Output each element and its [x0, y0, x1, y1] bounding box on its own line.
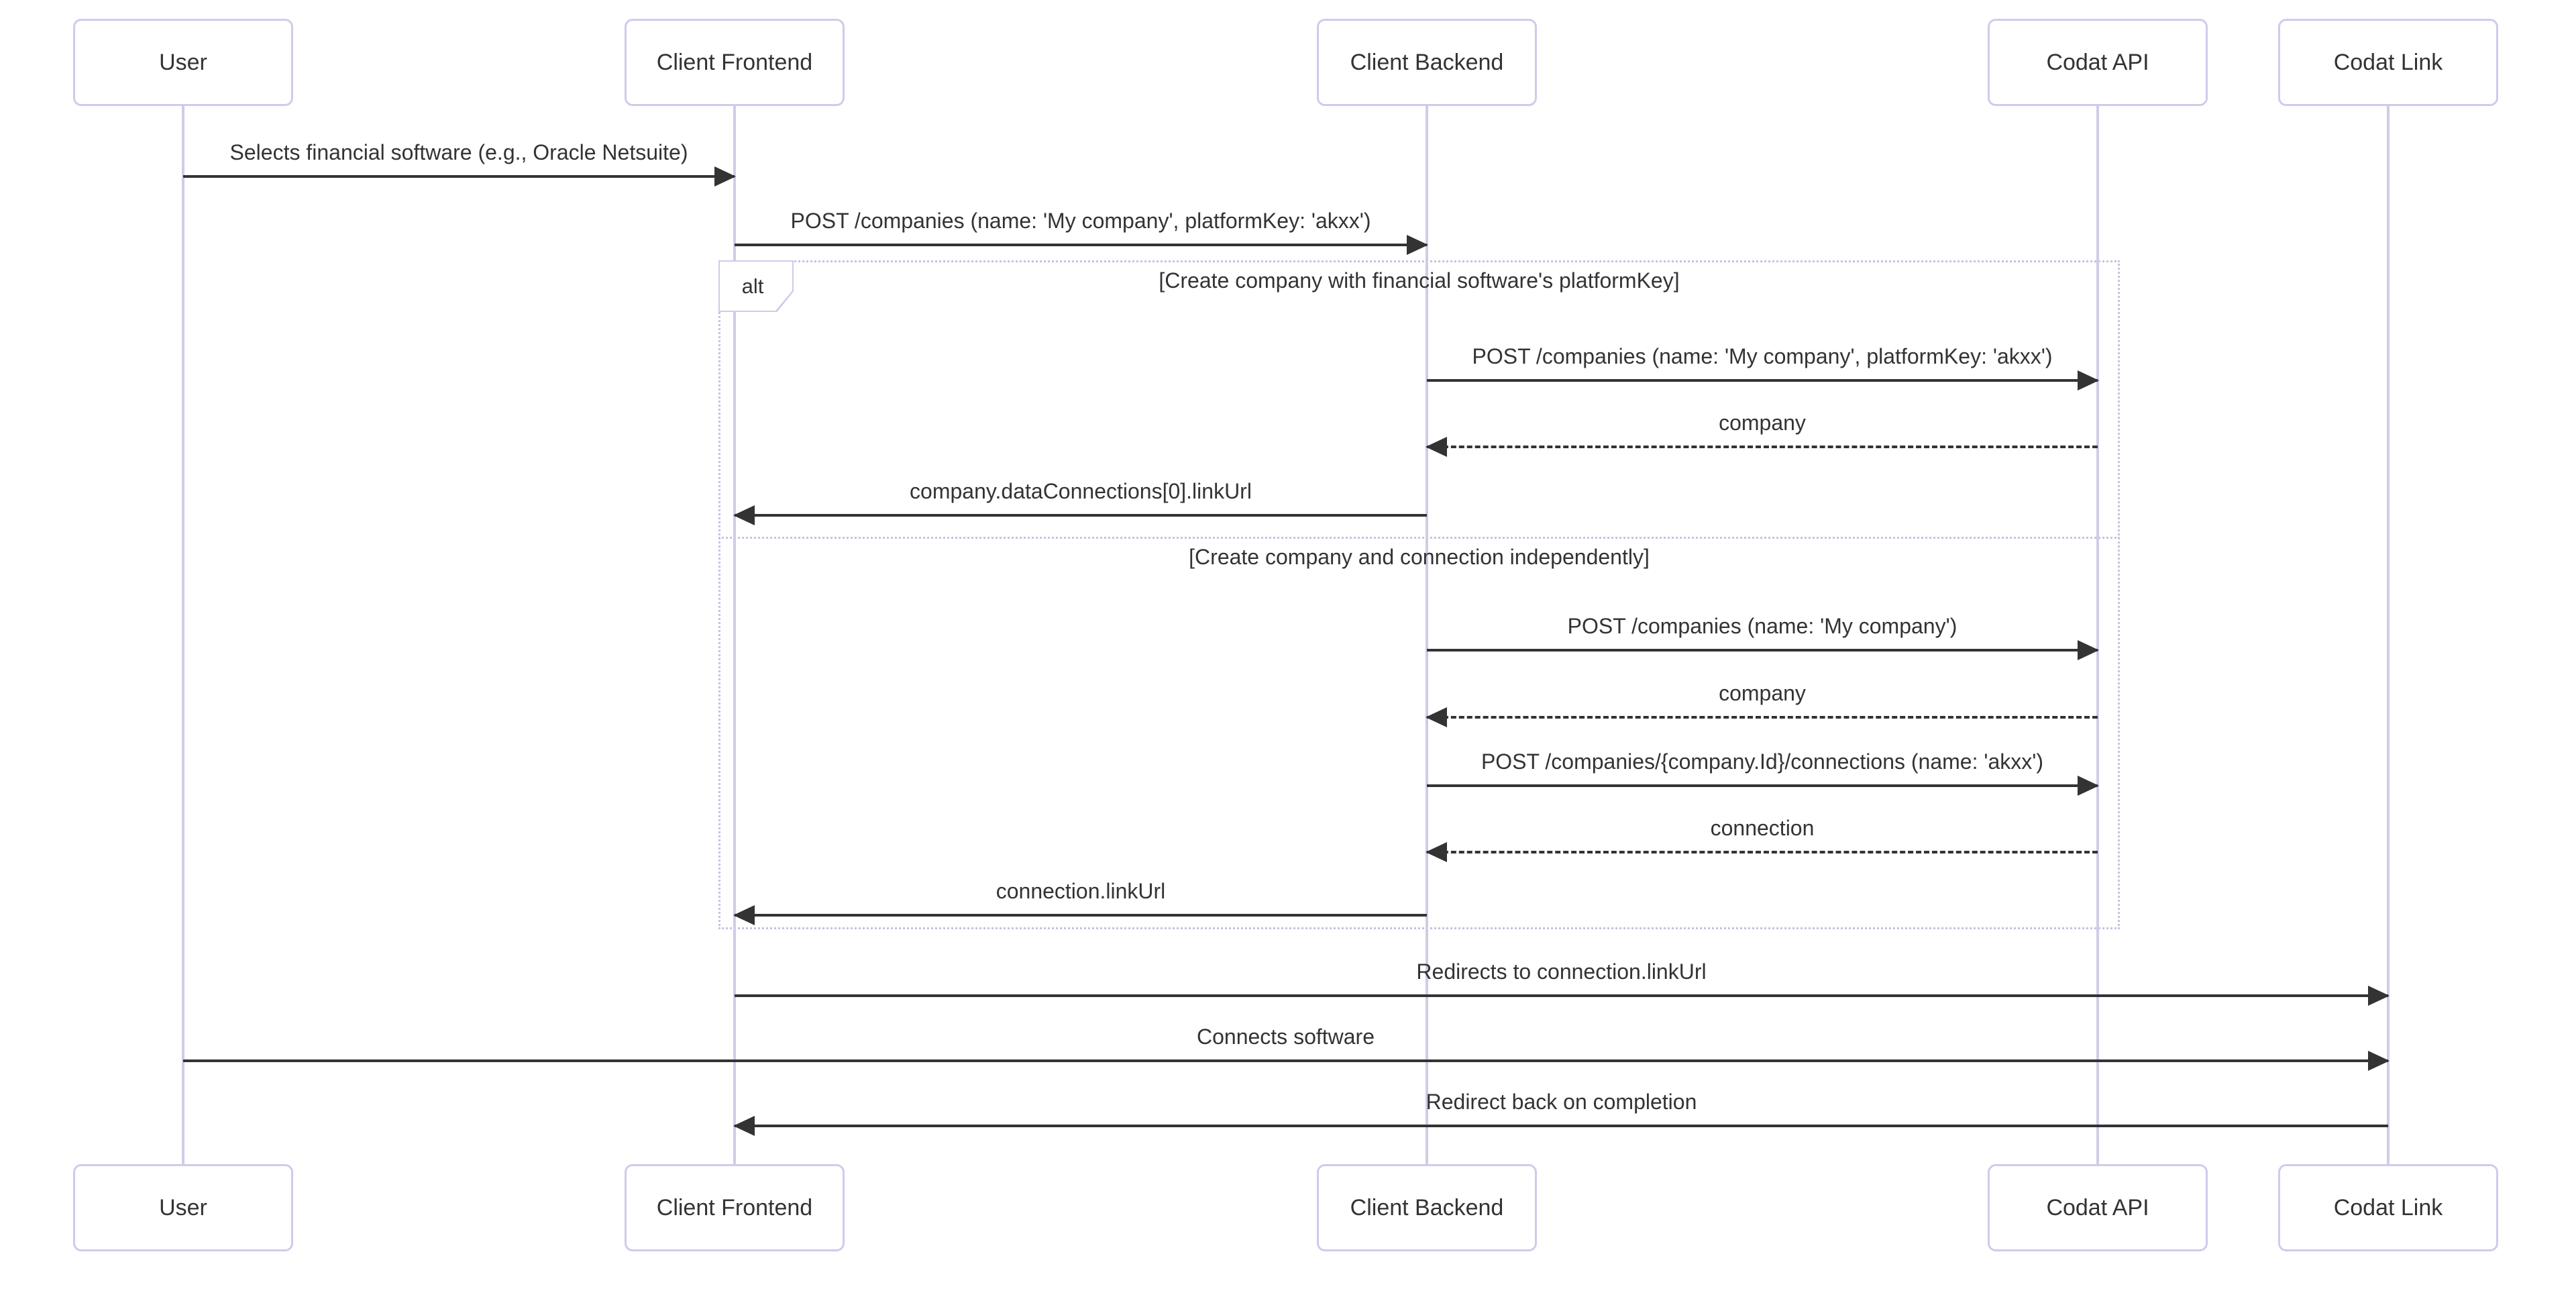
participant-box-user-top: User: [73, 19, 293, 106]
message-company-response-1: company: [1426, 409, 2098, 457]
lifeline-codat-api: [2096, 106, 2099, 1164]
participant-box-client-backend-top: Client Backend: [1317, 19, 1537, 106]
message-redirects-to-linkurl: Redirects to connection.linkUrl: [735, 958, 2390, 1006]
arrowhead-right-icon: [1407, 235, 1428, 255]
message-line: [183, 175, 735, 178]
message-post-connections: POST /companies/{company.Id}/connections…: [1427, 748, 2099, 796]
message-post-companies-name-only: POST /companies (name: 'My company'): [1427, 613, 2099, 660]
message-line-dashed: [1427, 446, 2098, 448]
message-line: [1427, 784, 2098, 787]
message-dataconnections-linkurl: company.dataConnections[0].linkUrl: [733, 478, 1427, 525]
lifeline-codat-link: [2387, 106, 2390, 1164]
participant-label: Client Backend: [1350, 49, 1504, 75]
participant-box-client-frontend-bottom: Client Frontend: [625, 1164, 845, 1251]
message-label: Selects financial software (e.g., Oracle…: [229, 140, 688, 164]
message-post-companies-platformkey-backend: POST /companies (name: 'My company', pla…: [1427, 343, 2099, 391]
message-line: [1427, 649, 2098, 652]
participant-box-codat-link-bottom: Codat Link: [2278, 1164, 2498, 1251]
message-label: Redirects to connection.linkUrl: [1416, 959, 1707, 984]
participant-label: Client Frontend: [656, 49, 813, 75]
arrowhead-right-icon: [2078, 640, 2099, 660]
arrowhead-left-icon: [1426, 437, 1447, 457]
participant-label: Codat API: [2046, 1194, 2149, 1220]
participant-label: Codat API: [2046, 49, 2149, 75]
alt-operator-label: alt: [718, 260, 794, 312]
participant-box-client-frontend-top: Client Frontend: [625, 19, 845, 106]
message-line: [735, 914, 1427, 917]
lifeline-client-backend: [1426, 106, 1428, 1164]
participant-box-codat-api-bottom: Codat API: [1988, 1164, 2208, 1251]
message-line-dashed: [1427, 716, 2098, 719]
message-line: [735, 1125, 2388, 1127]
message-label: connection.linkUrl: [996, 879, 1166, 903]
lifeline-user: [182, 106, 184, 1164]
message-line: [735, 994, 2388, 997]
message-label: company: [1719, 411, 1806, 435]
alt-frame: [718, 260, 2120, 929]
alt-operator-text: alt: [720, 262, 792, 311]
participant-label: Client Backend: [1350, 1194, 1504, 1220]
arrowhead-right-icon: [2078, 776, 2099, 796]
message-post-companies-platformkey-frontend: POST /companies (name: 'My company', pla…: [735, 207, 1428, 255]
message-label: connection: [1710, 816, 1815, 840]
participant-label: User: [159, 1194, 207, 1220]
arrowhead-left-icon: [1426, 707, 1447, 727]
alt-condition-1: [Create company with financial software'…: [1159, 268, 1680, 293]
participant-box-user-bottom: User: [73, 1164, 293, 1251]
participant-label: Client Frontend: [656, 1194, 813, 1220]
lifeline-client-frontend: [733, 106, 736, 1164]
arrowhead-right-icon: [2078, 370, 2099, 391]
participant-box-codat-link-top: Codat Link: [2278, 19, 2498, 106]
participant-label: Codat Link: [2333, 1194, 2443, 1220]
participant-box-client-backend-bottom: Client Backend: [1317, 1164, 1537, 1251]
message-label: Connects software: [1196, 1025, 1375, 1049]
arrowhead-right-icon: [2368, 1051, 2390, 1071]
arrowhead-right-icon: [714, 166, 736, 187]
participant-label: User: [159, 49, 207, 75]
message-connection-response: connection: [1426, 815, 2098, 862]
message-label: company: [1719, 681, 1806, 705]
alt-section-divider: [718, 537, 2120, 539]
arrowhead-left-icon: [1426, 842, 1447, 862]
message-connects-software: Connects software: [183, 1023, 2390, 1071]
message-connection-linkurl: connection.linkUrl: [733, 878, 1427, 925]
message-line: [183, 1059, 2388, 1062]
message-label: POST /companies (name: 'My company'): [1567, 614, 1957, 638]
arrowhead-left-icon: [733, 1116, 755, 1136]
alt-condition-2: [Create company and connection independe…: [1189, 545, 1650, 569]
participant-box-codat-api-top: Codat API: [1988, 19, 2208, 106]
message-company-response-2: company: [1426, 680, 2098, 727]
message-label: POST /companies/{company.Id}/connections…: [1481, 749, 2044, 774]
message-label: POST /companies (name: 'My company', pla…: [1472, 344, 2053, 368]
participant-label: Codat Link: [2333, 49, 2443, 75]
arrowhead-right-icon: [2368, 986, 2390, 1006]
message-line-dashed: [1427, 851, 2098, 853]
message-label: Redirect back on completion: [1426, 1090, 1697, 1114]
message-line: [735, 244, 1427, 246]
message-redirect-back: Redirect back on completion: [733, 1088, 2388, 1136]
arrowhead-left-icon: [733, 505, 755, 525]
message-label: POST /companies (name: 'My company', pla…: [790, 209, 1371, 233]
message-label: company.dataConnections[0].linkUrl: [910, 479, 1252, 503]
message-line: [735, 514, 1427, 517]
message-line: [1427, 379, 2098, 382]
message-selects-financial-software: Selects financial software (e.g., Oracle…: [183, 139, 736, 187]
arrowhead-left-icon: [733, 905, 755, 925]
